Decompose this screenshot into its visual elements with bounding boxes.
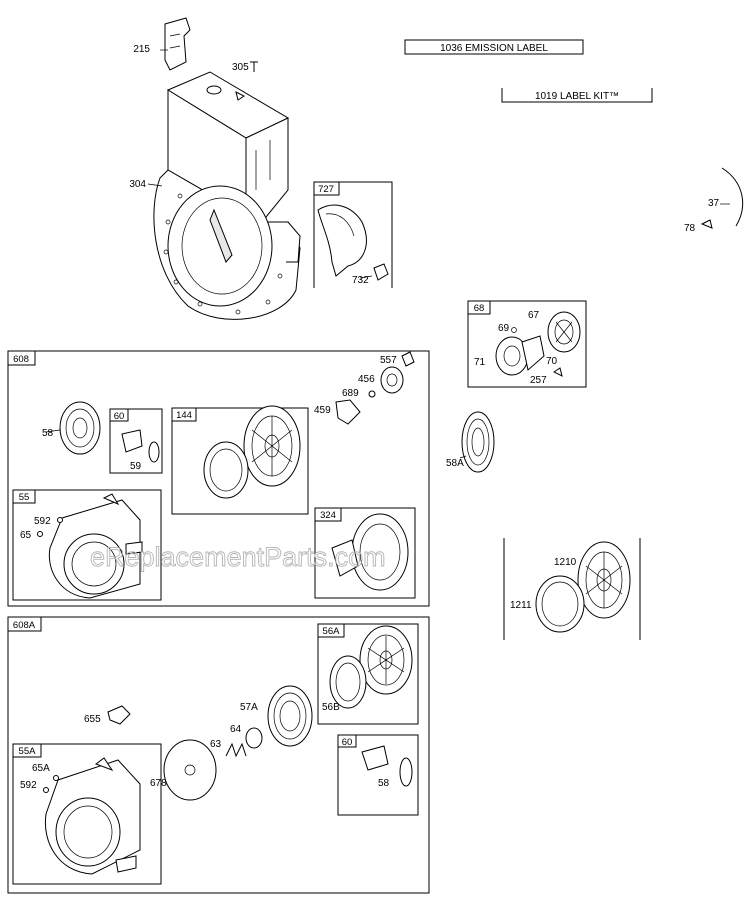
label-63: 63: [210, 739, 222, 750]
group-label-56a: 56A: [323, 626, 341, 637]
label-215: 215: [133, 44, 150, 55]
blower-housing-304: [147, 17, 301, 320]
group-label-144: 144: [176, 410, 192, 421]
label-65a: 65A: [32, 763, 50, 774]
emission-label-text: 1036 EMISSION LABEL: [440, 43, 548, 54]
group-label-324: 324: [320, 510, 336, 521]
group-608a: 608A 56A 60 55A: [7, 616, 430, 894]
label-304: 304: [129, 179, 146, 190]
spring-58a: [459, 411, 495, 473]
label-732: 732: [352, 275, 369, 286]
pulley-set-1210: [503, 538, 641, 640]
label-456: 456: [358, 374, 375, 385]
group-label-55: 55: [19, 492, 30, 503]
group-label-60-b: 60: [342, 737, 353, 748]
label-71: 71: [474, 357, 486, 368]
label-69: 69: [498, 323, 510, 334]
label-459: 459: [314, 405, 331, 416]
label-689: 689: [342, 388, 359, 399]
label-57a: 57A: [240, 702, 258, 713]
emission-label-note: 1036 EMISSION LABEL: [404, 39, 584, 55]
group-label-608: 608: [13, 354, 29, 365]
label-678: 678: [150, 778, 167, 789]
label-37: 37: [708, 198, 720, 209]
group-label-60: 60: [114, 411, 125, 422]
label-kit-note: 1019 LABEL KIT™: [501, 88, 653, 103]
label-59: 59: [130, 461, 142, 472]
label-65: 65: [20, 530, 32, 541]
label-592: 592: [34, 516, 51, 527]
label-70: 70: [546, 356, 558, 367]
watermark-text: eReplacementParts.com: [90, 542, 386, 572]
label-64: 64: [230, 724, 242, 735]
label-257: 257: [530, 375, 547, 386]
group-label-68: 68: [474, 303, 485, 314]
label-655: 655: [84, 714, 101, 725]
wire-37: [700, 167, 744, 229]
label-67: 67: [528, 310, 540, 321]
label-557: 557: [380, 355, 397, 366]
label-58-b: 58: [378, 778, 390, 789]
label-78: 78: [684, 223, 696, 234]
label-58a: 58A: [446, 458, 464, 469]
label-592-b: 592: [20, 780, 37, 791]
group-label-727: 727: [318, 184, 334, 195]
group-label-55a: 55A: [19, 746, 37, 757]
group-727: 727: [313, 181, 393, 288]
label-kit-text: 1019 LABEL KIT™: [535, 91, 619, 102]
label-58: 58: [42, 428, 54, 439]
label-1210: 1210: [554, 557, 577, 568]
label-305: 305: [232, 62, 249, 73]
group-68: 68: [467, 300, 587, 388]
group-608: 608 60 144 55: [7, 350, 430, 607]
group-label-608a: 608A: [13, 620, 36, 631]
label-56b: 56B: [322, 702, 340, 713]
label-1211: 1211: [510, 600, 532, 611]
